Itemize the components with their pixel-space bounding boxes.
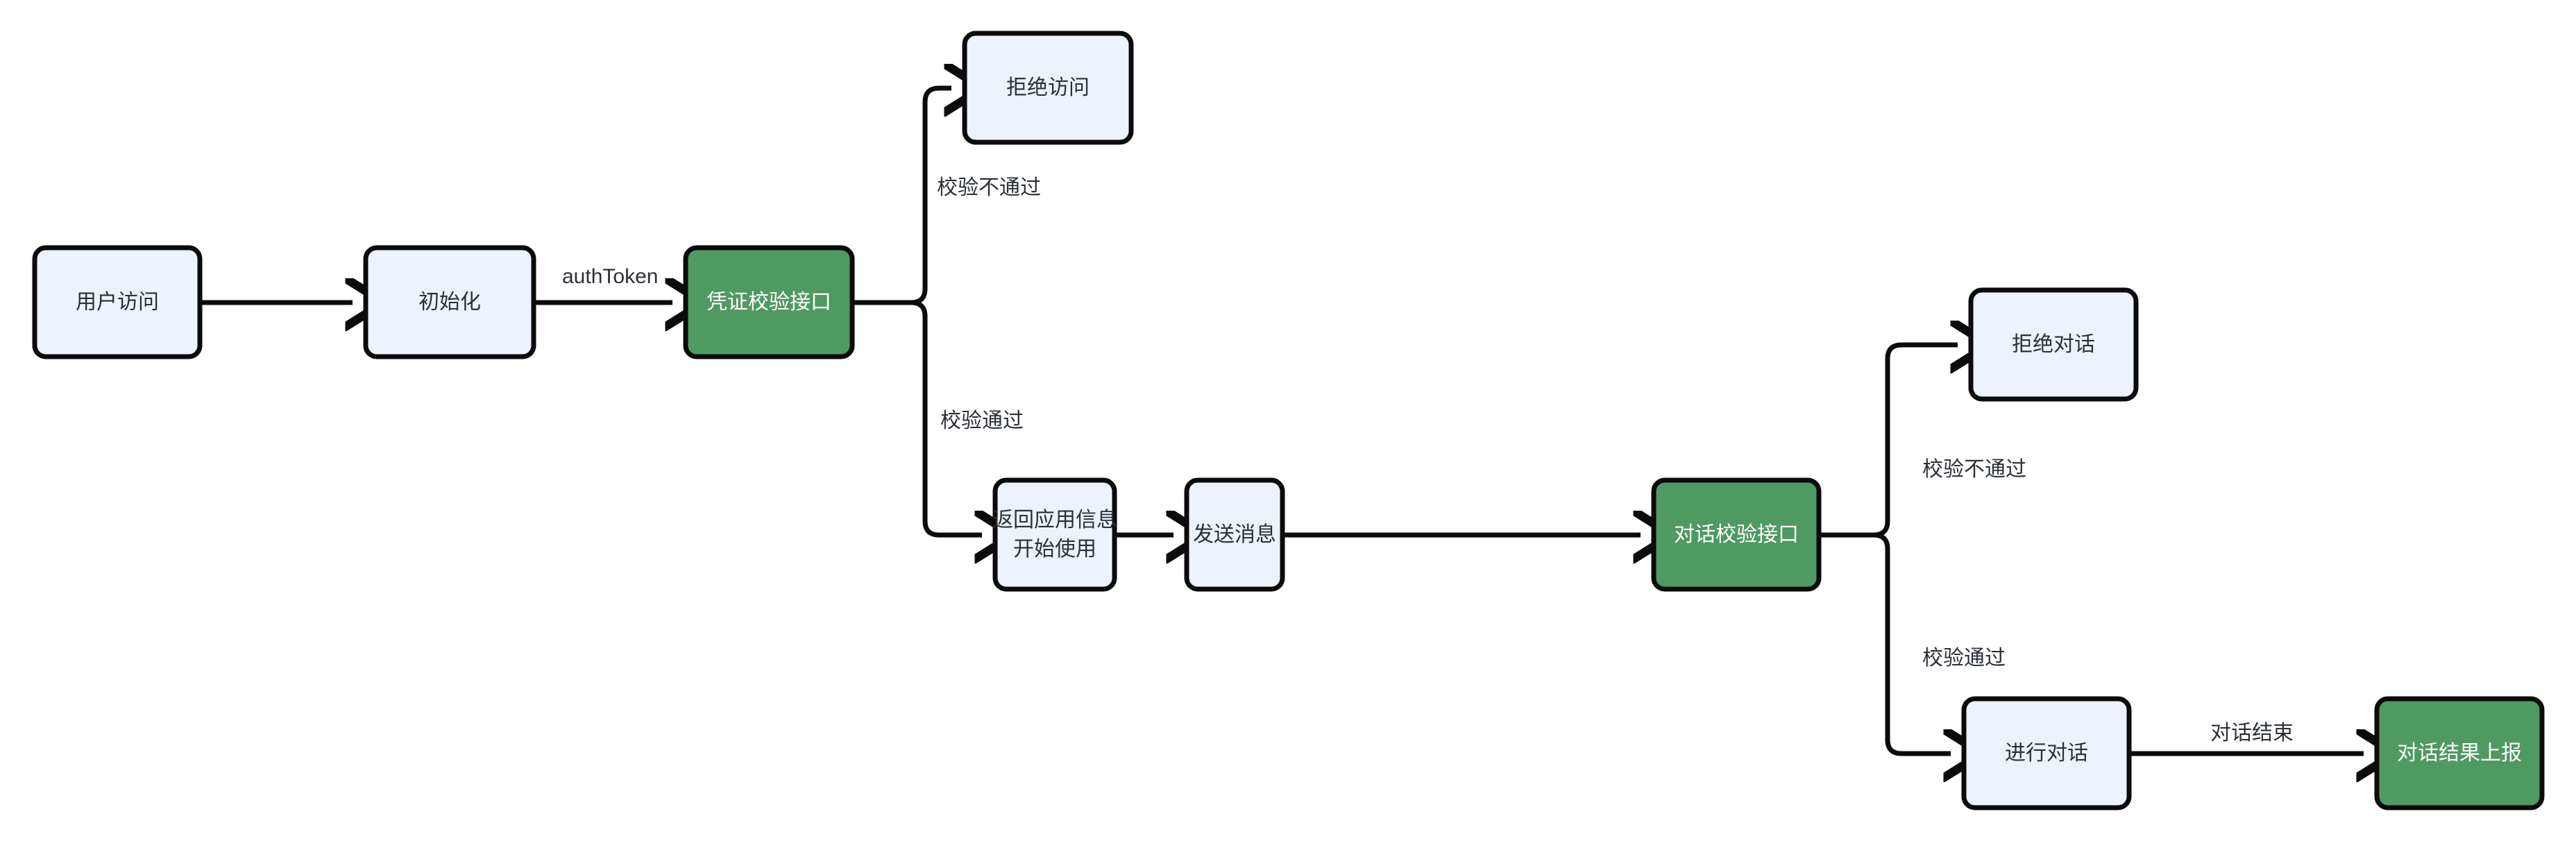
node-user-access-label: 用户访问: [76, 291, 159, 314]
node-report-result-label: 对话结果上报: [2397, 742, 2522, 765]
edge-dialog-verify-to-do-dialog: [1873, 532, 1951, 754]
edge-label-layer: authToken 校验不通过 校验通过 校验不通过 校验通过 对话结束: [562, 176, 2294, 745]
edge-label-verify-failed-top: 校验不通过: [937, 176, 1041, 199]
node-do-dialog-label: 进行对话: [2005, 742, 2088, 765]
edge-label-verify-passed-middle: 校验通过: [940, 409, 1024, 432]
node-do-dialog-shape[interactable]: [1961, 696, 2132, 810]
node-user-access-shape[interactable]: [32, 245, 203, 359]
node-layer: 用户访问 初始化 凭证校验接口 拒绝访问 返回应用信息 开始使用: [32, 31, 2545, 810]
node-dialog-verify-label: 对话校验接口: [1674, 523, 1799, 546]
node-report-result-shape[interactable]: [2374, 696, 2545, 810]
node-return-app-info-label-line2: 开始使用: [1013, 538, 1096, 561]
edge-label-dialog-verify-failed: 校验不通过: [1922, 458, 2026, 481]
node-credential-verify-shape[interactable]: [683, 245, 855, 359]
node-dialog-verify[interactable]: 对话校验接口: [1651, 477, 1822, 592]
node-dialog-verify-shape[interactable]: [1651, 477, 1822, 592]
node-reject-dialog-shape[interactable]: [1968, 287, 2139, 402]
node-initialize[interactable]: 初始化: [363, 245, 536, 359]
edge-label-auth-token: authToken: [562, 265, 658, 288]
node-report-result[interactable]: 对话结果上报: [2374, 696, 2545, 810]
node-deny-access-label: 拒绝访问: [1006, 76, 1090, 99]
edge-credential-verify-to-deny-access: [910, 88, 951, 305]
node-reject-dialog-label: 拒绝对话: [2012, 333, 2095, 356]
edge-credential-verify-to-return-app-info: [910, 300, 982, 535]
node-send-message-label: 发送消息: [1193, 523, 1276, 546]
node-return-app-info-label-line1: 返回应用信息: [992, 509, 1117, 532]
node-return-app-info[interactable]: 返回应用信息 开始使用: [992, 477, 1117, 592]
edge-layer: [200, 88, 2364, 754]
edge-label-dialog-verify-passed: 校验通过: [1922, 647, 2006, 670]
node-return-app-info-shape[interactable]: [992, 477, 1117, 592]
node-initialize-shape[interactable]: [363, 245, 536, 359]
node-send-message[interactable]: 发送消息: [1184, 477, 1285, 592]
node-deny-access-shape[interactable]: [962, 31, 1134, 145]
node-send-message-shape[interactable]: [1184, 477, 1285, 592]
node-reject-dialog[interactable]: 拒绝对话: [1968, 287, 2139, 402]
node-initialize-label: 初始化: [418, 291, 481, 314]
node-deny-access[interactable]: 拒绝访问: [962, 31, 1134, 145]
node-user-access[interactable]: 用户访问: [32, 245, 203, 359]
edge-label-dialog-end: 对话结束: [2210, 722, 2294, 745]
node-credential-verify-label: 凭证校验接口: [706, 291, 831, 314]
edge-dialog-verify-to-reject-dialog: [1873, 345, 1958, 538]
node-do-dialog[interactable]: 进行对话: [1961, 696, 2132, 810]
node-credential-verify[interactable]: 凭证校验接口: [683, 245, 855, 359]
